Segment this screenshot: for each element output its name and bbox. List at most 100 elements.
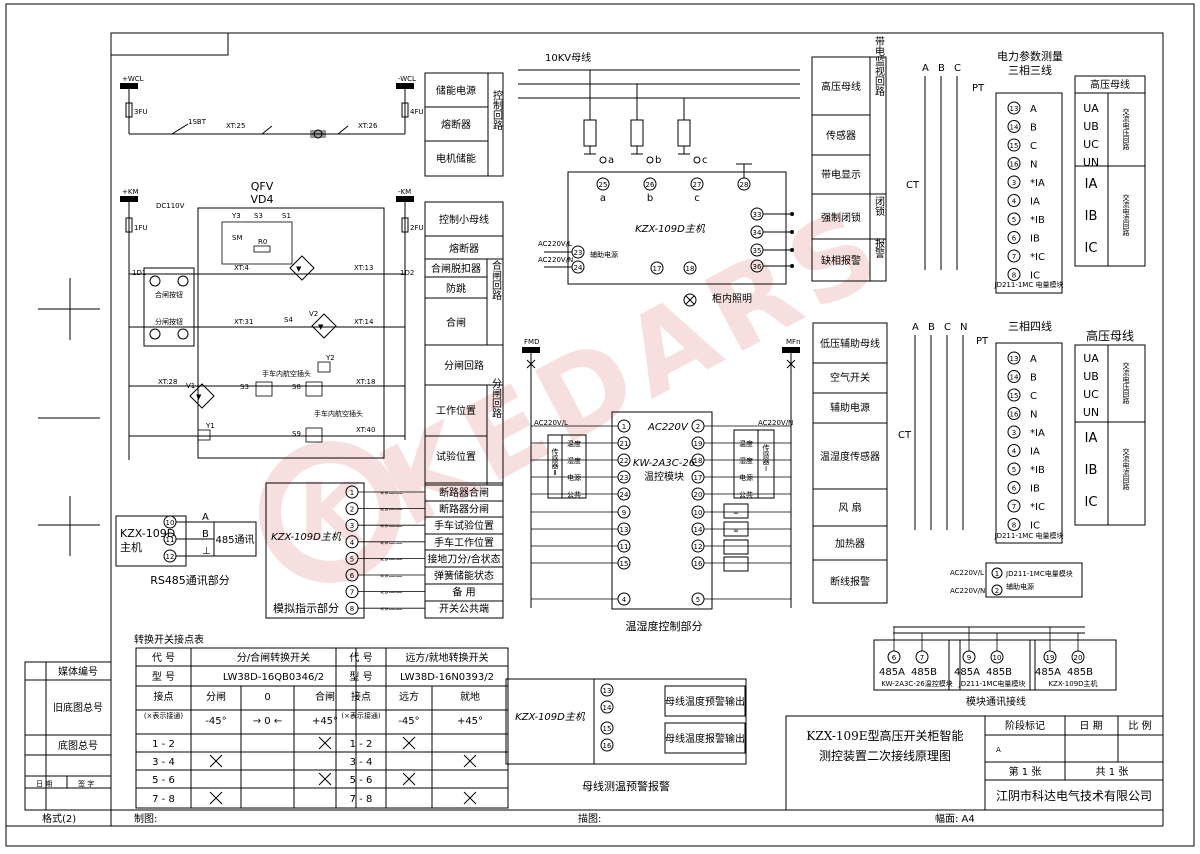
p33-pin-label-6: *IB (1030, 215, 1045, 226)
indicator-row-1: 断路器分闸 (439, 503, 489, 516)
mcomm-pin-6: 6 (892, 654, 897, 662)
stage-mark-label: 阶段标记 (1005, 719, 1045, 732)
p33-pin-15: 15 (1010, 142, 1019, 150)
bus-monitor-section: 10KV母线 a b c 25 26 27 28 a b c KZX-109D主… (518, 36, 887, 307)
p34-pin-15: 15 (1010, 392, 1019, 400)
svg-text:∞: ∞ (733, 527, 739, 535)
ctl-row-1: 熔断器 (441, 118, 471, 131)
rs485-pin-2: 12 (166, 553, 175, 561)
mcomm-a-1: 485A (954, 667, 980, 678)
bm-aux-label: 辅助电源 (590, 250, 618, 259)
s3-label: S3 (254, 212, 263, 220)
mcomm-box-1 (948, 639, 1036, 691)
y3-label: Y3 (231, 212, 241, 220)
p33-pin-label-0: A (1030, 104, 1037, 115)
bm-pin-17: 17 (653, 265, 662, 273)
p34-hv-title: 高压母线 (1086, 328, 1134, 343)
base-no-label: 底图总号 (58, 739, 98, 752)
maux-ac-l: AC220V/L (950, 569, 984, 577)
p33-pin-label-3: N (1030, 160, 1037, 171)
th-left-pin-24: 24 (620, 491, 629, 499)
th-left-pin-13: 13 (620, 526, 629, 534)
p33-pin-label-1: B (1030, 123, 1037, 134)
fuse-3fu: 3FU (134, 108, 148, 116)
v1-label: V1 (186, 382, 195, 390)
indicator-row-4: 接地刀分/合状态 (427, 552, 500, 565)
indicator-row-5: 弹簧储能状态 (434, 569, 494, 582)
th-row-0: 低压辅助母线 (820, 337, 880, 350)
tbl1-mark-0-2-b (318, 736, 332, 750)
bm-pin-36: 36 (753, 263, 762, 271)
th-left-sensor-row-2: 电源 (567, 473, 581, 482)
xt31-label: XT:31 (234, 318, 253, 326)
p34-pin-13-circle (1007, 351, 1021, 365)
rs485-box: 485通讯 (215, 534, 254, 546)
switch-1sbt: 1SBT (188, 118, 207, 126)
left-stamp-strip: 媒体编号 旧底图总号 底图总号 日 期 签 字 (24, 661, 112, 811)
bm-ac-n: AC220V/N (538, 256, 573, 264)
tbl2-type: LW38D-16N0393/2 (400, 672, 494, 683)
th-left-pin-15: 15 (620, 560, 629, 568)
p33-pin-6: 6 (1012, 235, 1017, 243)
bm-ac-l: AC220V/L (538, 240, 572, 248)
bm-row-2: 带电显示 (821, 168, 861, 181)
bm-pin-35: 35 (753, 247, 762, 255)
phase-c-label: c (702, 155, 708, 166)
bus-temp-alarm-section: KZX-109D主机 13 14 15 16 母线温度预警输出 母线温度报警输出… (505, 678, 747, 793)
tbl2-contact-0: 1 - 2 (350, 739, 373, 750)
temp-humidity-section: FMD MFn AC220V/L AC220V/N AC220V KW-2A3C… (522, 322, 888, 633)
indicator-row-2: 手车试验位置 (434, 519, 494, 532)
th-row-2: 辅助电源 (830, 401, 870, 414)
mcomm-b-0: 485B (911, 667, 937, 678)
close-row-1: 熔断器 (449, 242, 479, 255)
tbl1-type: LW38D-16QB0346/2 (223, 672, 324, 683)
indicator-pin-3: 3 (350, 522, 354, 530)
p34-pin-7-circle (1007, 499, 1021, 513)
vd4-label: VD4 (251, 193, 274, 206)
p34-hv-row-6: IC (1085, 495, 1098, 510)
p33-pin-16: 16 (1010, 161, 1019, 169)
wcl-neg-label: -WCL (398, 75, 416, 83)
rs485-host: KZX-109D (120, 527, 175, 540)
trolley-plug-1: 手车内航空插头 (262, 369, 311, 378)
p34-pin-4: 4 (1012, 448, 1017, 456)
th-module-name: KW-2A3C-26 (633, 458, 695, 469)
p34-hv-side-b: 交流电流回路 (1122, 447, 1130, 491)
indicator-pin-7: 7 (350, 589, 354, 597)
p33-hv-row-3: UN (1083, 156, 1099, 169)
indicator-pin-8: 8 (350, 605, 354, 613)
p33-pin-8-circle (1007, 268, 1021, 281)
drawing-title-line-2: 测控装置二次接线原理图 (819, 748, 951, 763)
mcomm-box-0 (873, 639, 961, 691)
bm-row-1: 传感器 (826, 129, 856, 142)
xt26-label: XT:26 (358, 122, 378, 130)
bta-out-2: 母线温度报警输出 (665, 732, 745, 745)
p34-pin-3-circle (1007, 425, 1021, 439)
p34-pin-6-circle (1007, 481, 1021, 494)
closing-loop-section: +KM -KM DC110V 1FU 2FU QFV VD4 1D1 1D2 合… (120, 180, 504, 619)
th-caption: 温湿度控制部分 (626, 619, 703, 633)
sm-label: SM (232, 234, 242, 242)
title-block: KZX-109E型高压开关柜智能 测控装置二次接线原理图 阶段标记 日 期 比 … (785, 715, 1164, 811)
p34-hv-side-a: 交流电压回路 (1122, 361, 1130, 405)
power-3ph3w-section: 电力参数测量 三相三线 A B C PT CT JD211-1MC 电量模块 1… (906, 49, 1146, 294)
date-label: 日 期 (1079, 720, 1102, 732)
maux-pin-2: 2 (995, 587, 999, 595)
indicator-pin-2: 2 (350, 506, 354, 514)
traced-label: 描图: (578, 812, 601, 825)
th-left-sensor-row-3: 公共 (567, 490, 581, 499)
p33-hv-row-0: UA (1083, 102, 1099, 115)
tbl1-mark-3-0-b (209, 791, 223, 805)
bm-pin-27: 27 (693, 181, 702, 189)
s8-label: S8 (292, 383, 301, 391)
tbl1-contact-1: 3 - 4 (152, 757, 175, 768)
indicator-arrow: «»—— (380, 522, 403, 530)
p33-pin-8: 8 (1012, 272, 1016, 280)
th-row-5: 加热器 (835, 537, 865, 550)
indicator-arrow: «»—— (380, 506, 403, 514)
p34-hv-row-3: UN (1083, 406, 1099, 419)
tbl1-pos-1: 0 (264, 692, 270, 703)
p33-pin-6-circle (1007, 231, 1021, 244)
